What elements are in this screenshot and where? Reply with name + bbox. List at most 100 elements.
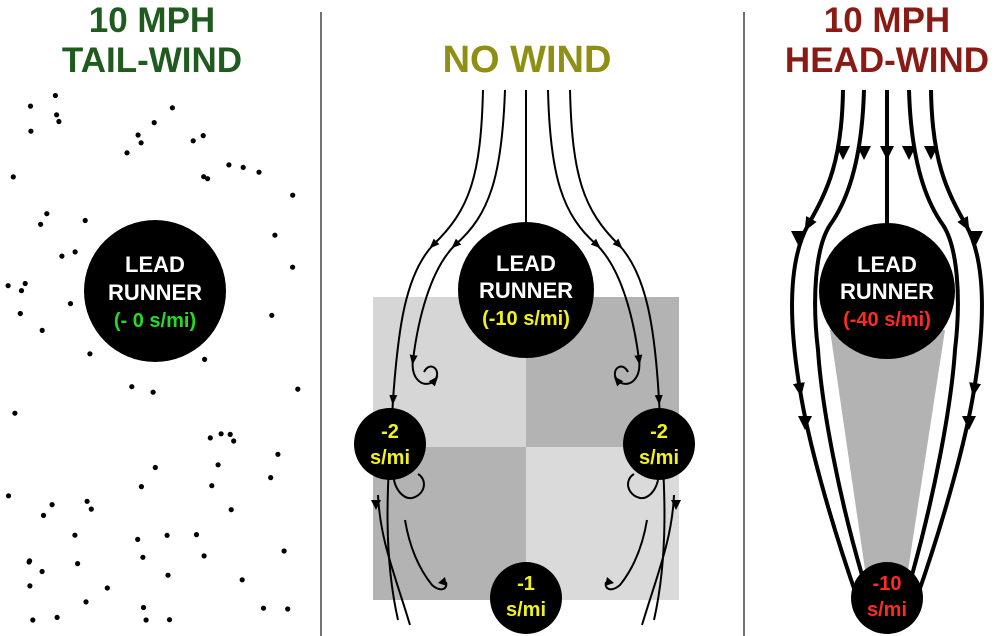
air-particle (39, 568, 45, 575)
rear-runner-body (851, 562, 923, 634)
air-particle (231, 438, 237, 444)
air-particle (201, 174, 207, 180)
air-particle (295, 386, 301, 392)
air-particle (27, 103, 34, 109)
air-particle (87, 351, 93, 357)
headwind-arrowheads (791, 146, 983, 430)
air-particle (18, 288, 25, 294)
tailwind-lead-runner: LEAD RUNNER (- 0 s/mi) (84, 220, 226, 362)
air-particle (260, 605, 267, 611)
air-particle (44, 211, 50, 217)
rear-runner-saving-line2: s/mi (506, 599, 546, 621)
headwind-title-line1: 10 MPH (824, 1, 950, 40)
lead-runner-saving: (-40 s/mi) (843, 309, 931, 331)
air-particle (54, 614, 60, 621)
air-particle (269, 312, 275, 318)
lead-runner-saving: (-10 s/mi) (482, 308, 570, 330)
air-particle (200, 133, 206, 139)
nowind-airflow (377, 89, 675, 626)
right-runner-saving-line1: -2 (650, 421, 668, 443)
air-particle (56, 118, 62, 125)
air-particle (275, 451, 281, 457)
headwind-title-line2: HEAD-WIND (785, 41, 989, 80)
lead-runner-label-line2: RUNNER (479, 278, 573, 303)
nowind-left-runner: -2 s/mi (354, 408, 426, 480)
air-particle (164, 532, 170, 538)
lead-runner-body (458, 222, 594, 358)
tailwind-title-line1: 10 MPH (89, 1, 215, 40)
air-particle (26, 559, 32, 565)
air-particle (143, 617, 149, 623)
air-particle (135, 132, 141, 138)
air-particle (72, 532, 78, 538)
lead-runner-body (819, 223, 955, 359)
air-particle (193, 532, 200, 538)
air-particle (38, 221, 44, 227)
air-particle (207, 435, 213, 441)
air-particle (52, 92, 59, 99)
nowind-rear-runner: -1 s/mi (490, 562, 562, 634)
air-particle (82, 217, 88, 224)
air-particle (290, 192, 296, 198)
left-runner-saving-line1: -2 (381, 421, 399, 443)
lead-runner-saving: (- 0 s/mi) (114, 310, 196, 332)
rear-runner-saving-line1: -1 (517, 573, 535, 595)
air-particle (202, 356, 208, 362)
air-particle (67, 301, 74, 307)
air-particle (272, 232, 278, 238)
air-particle (12, 410, 18, 416)
left-runner-saving-line2: s/mi (370, 447, 410, 469)
air-particle (205, 176, 211, 182)
air-particle (169, 105, 175, 111)
air-particle (140, 554, 146, 560)
lead-runner-label-line2: RUNNER (840, 279, 934, 304)
air-particle (281, 548, 287, 554)
air-particle (151, 120, 157, 126)
air-particle (54, 112, 60, 118)
nowind-title: NO WIND (443, 39, 612, 81)
nowind-panel: NO WIND (354, 39, 695, 634)
left-runner-body (354, 408, 426, 480)
draft-wake (830, 330, 945, 590)
air-particle (129, 384, 135, 390)
lead-runner-body (84, 220, 226, 362)
right-runner-saving-line2: s/mi (639, 447, 679, 469)
air-particle (209, 483, 215, 489)
air-particle (59, 253, 65, 259)
air-particle (215, 462, 221, 468)
air-particle (256, 169, 262, 175)
air-particle (226, 162, 232, 168)
air-particle (190, 138, 196, 144)
air-particle (30, 617, 36, 623)
lead-runner-label-line1: LEAD (125, 252, 185, 277)
tailwind-panel: 10 MPH TAIL-WIND LEAD RUNNER (- 0 s/mi) (5, 1, 301, 623)
rear-runner-saving-line2: s/mi (867, 599, 907, 621)
air-particle (22, 280, 28, 287)
air-particle (150, 389, 156, 395)
air-particle (83, 599, 89, 605)
air-particle (152, 464, 158, 471)
air-particle (88, 506, 94, 512)
air-particle (124, 150, 130, 156)
air-particle (268, 475, 274, 481)
lead-runner-label-line1: LEAD (857, 252, 917, 277)
rear-runner-saving-line1: -10 (873, 573, 902, 595)
air-particle (135, 536, 141, 543)
headwind-panel: 10 MPH HEAD-WIND LEAD RUNNER ( (785, 1, 989, 634)
air-particle (140, 604, 147, 611)
air-particle (5, 493, 12, 499)
air-particle (75, 561, 81, 567)
air-particle (228, 507, 234, 513)
air-particle (10, 174, 16, 180)
lead-runner-label-line1: LEAD (496, 251, 556, 276)
nowind-right-runner: -2 s/mi (623, 408, 695, 480)
air-particle (138, 140, 144, 146)
air-particle (17, 310, 23, 317)
lead-runner-label-line2: RUNNER (108, 280, 202, 305)
air-particle (201, 553, 207, 559)
headwind-lead-runner: LEAD RUNNER (-40 s/mi) (819, 223, 955, 359)
air-particle (165, 572, 171, 578)
air-particle (290, 264, 296, 270)
nowind-lead-runner: LEAD RUNNER (-10 s/mi) (458, 222, 594, 358)
